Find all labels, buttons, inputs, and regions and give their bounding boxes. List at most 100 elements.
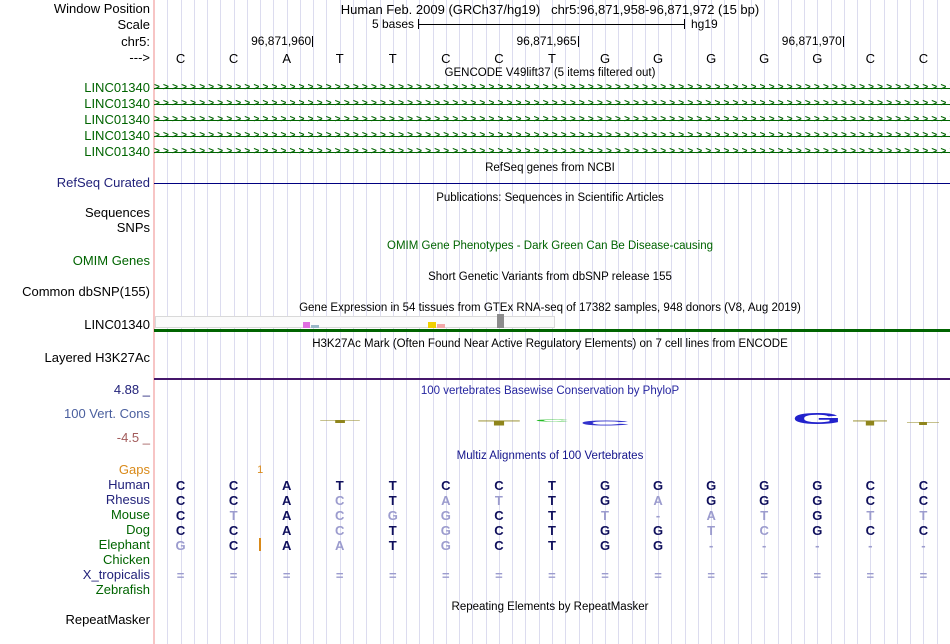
gencode-gene-label[interactable]: LINC01340 (84, 128, 150, 143)
omim-genes-label[interactable]: OMIM Genes (72, 253, 150, 268)
phylop-track-label[interactable]: 100 Vert. Cons (64, 406, 150, 421)
aligned-base: T (335, 478, 344, 493)
aligned-base: C (335, 493, 345, 508)
aligned-base: = (229, 568, 238, 583)
aligned-base: - (921, 538, 926, 553)
aligned-base: A (281, 508, 292, 523)
gencode-gene-label[interactable]: LINC01340 (84, 80, 150, 95)
strand-arrow-chain: >>>>>>>>>>>>>>>>>>>>>>>>>>>>>>>>>>>>>>>>… (154, 130, 950, 141)
coordinate-tick-mark (842, 36, 844, 48)
phylop-logo-letter: T (852, 420, 888, 428)
gridline (591, 0, 593, 644)
gaps-row-label[interactable]: Gaps (118, 462, 150, 477)
strand-arrow-chain: >>>>>>>>>>>>>>>>>>>>>>>>>>>>>>>>>>>>>>>>… (154, 114, 950, 125)
gencode-gene-arrows[interactable]: >>>>>>>>>>>>>>>>>>>>>>>>>>>>>>>>>>>>>>>>… (154, 96, 950, 112)
species-label-mouse[interactable]: Mouse (110, 507, 150, 522)
aligned-base: T (388, 493, 397, 508)
gtex-expression-bar[interactable] (155, 316, 555, 328)
aligned-base: T (919, 508, 928, 523)
aligned-base: = (282, 568, 291, 583)
gtex-gene-label[interactable]: LINC01340 (84, 317, 150, 332)
repeatmasker-label[interactable]: RepeatMasker (65, 612, 150, 627)
gencode-gene-arrows[interactable]: >>>>>>>>>>>>>>>>>>>>>>>>>>>>>>>>>>>>>>>>… (154, 112, 950, 128)
aligned-base: G (387, 508, 398, 523)
species-label-elephant[interactable]: Elephant (98, 537, 150, 552)
aligned-base: T (547, 478, 556, 493)
gtex-tissue-tick (497, 314, 504, 328)
sequence-base: C (228, 51, 239, 66)
aligned-base: T (388, 523, 397, 538)
gencode-gene-arrows[interactable]: >>>>>>>>>>>>>>>>>>>>>>>>>>>>>>>>>>>>>>>>… (154, 128, 950, 144)
aligned-base: C (228, 523, 239, 538)
gap-count-marker: 1 (257, 464, 264, 476)
aligned-base: G (440, 538, 451, 553)
gencode-gene-label[interactable]: LINC01340 (84, 112, 150, 127)
alignment-row-x_tropicalis[interactable]: =============== (154, 568, 950, 583)
window-position-label: Window Position (53, 1, 150, 16)
aligned-base: C (228, 478, 239, 493)
scale-bar (418, 19, 685, 29)
aligned-base: = (654, 568, 662, 583)
snps-label[interactable]: SNPs (116, 220, 150, 235)
omim-track-title: OMIM Gene Phenotypes - Dark Green Can Be… (387, 240, 713, 252)
h3k27ac-signal-line[interactable] (154, 378, 950, 380)
aligned-base: = (601, 568, 609, 583)
species-label-human[interactable]: Human (108, 477, 150, 492)
aligned-base: G (706, 478, 717, 493)
aligned-base: A (281, 493, 292, 508)
gridline (671, 0, 673, 644)
aligned-base: T (388, 478, 397, 493)
aligned-base: = (176, 568, 185, 583)
gencode-gene-arrows[interactable]: >>>>>>>>>>>>>>>>>>>>>>>>>>>>>>>>>>>>>>>>… (154, 144, 950, 160)
sequences-label[interactable]: Sequences (84, 205, 150, 220)
aligned-base: C (865, 493, 876, 508)
sequence-base: G (599, 51, 611, 66)
aligned-base: G (706, 493, 717, 508)
gridline (697, 0, 699, 644)
phylop-logo-letter: G (792, 411, 843, 428)
species-label-dog[interactable]: Dog (126, 522, 150, 537)
phylop-track-title: 100 vertebrates Basewise Conservation by… (420, 385, 680, 397)
aligned-base: = (866, 568, 875, 583)
aligned-base: C (494, 538, 504, 553)
repeatmasker-track-title: Repeating Elements by RepeatMasker (451, 601, 649, 613)
aligned-base: = (442, 568, 450, 583)
aligned-base: T (388, 538, 397, 553)
coordinate-tick-label: 96,871,970 (724, 35, 844, 48)
gridline (644, 0, 646, 644)
gencode-gene-arrows[interactable]: >>>>>>>>>>>>>>>>>>>>>>>>>>>>>>>>>>>>>>>>… (154, 80, 950, 96)
gencode-gene-label[interactable]: LINC01340 (84, 144, 150, 159)
strand-direction-label: ---> (129, 50, 150, 65)
refseq-curated-label[interactable]: RefSeq Curated (56, 175, 150, 190)
aligned-base: C (228, 493, 239, 508)
species-label-rhesus[interactable]: Rhesus (105, 492, 150, 507)
layered-h3k27ac-label[interactable]: Layered H3K27Ac (44, 350, 150, 365)
gridline (605, 0, 607, 644)
gtex-gene-model-line[interactable] (154, 329, 950, 332)
common-dbsnp-label[interactable]: Common dbSNP(155) (22, 284, 150, 299)
species-label-x_tropicalis[interactable]: X_tropicalis (82, 567, 150, 582)
aligned-base: = (760, 568, 769, 583)
species-label-chicken[interactable]: Chicken (103, 552, 150, 567)
sequence-base: G (759, 51, 770, 66)
aligned-base: G (599, 493, 611, 508)
phylop-axis-max: 4.88 _ (113, 382, 150, 397)
aligned-base: G (599, 478, 611, 493)
aligned-base: G (759, 478, 770, 493)
species-label-zebrafish[interactable]: Zebrafish (95, 582, 150, 597)
aligned-base: G (175, 538, 186, 553)
aligned-base: A (706, 508, 716, 523)
sequence-base: C (441, 51, 451, 66)
refseq-gene-line[interactable] (154, 183, 950, 184)
aligned-base: = (335, 568, 344, 583)
aligned-base: A (441, 493, 451, 508)
aligned-base: C (175, 523, 186, 538)
gencode-gene-label[interactable]: LINC01340 (84, 96, 150, 111)
